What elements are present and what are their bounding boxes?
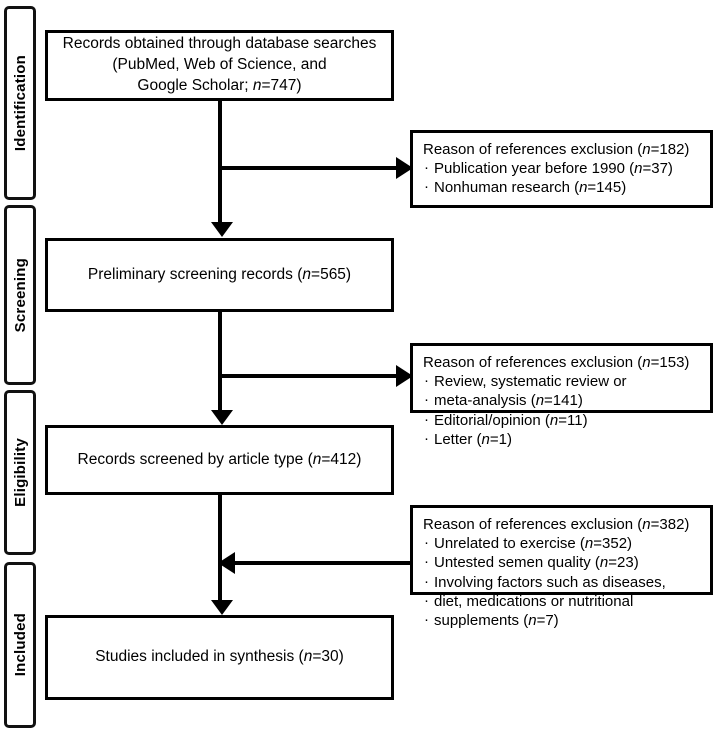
records-line-3-pre: Google Scholar; bbox=[137, 76, 253, 94]
exclusion-1-item-0: Publication year before 1990 (n=37) bbox=[423, 158, 701, 178]
exclusion-box-1: Reason of references exclusion (n=182) P… bbox=[410, 130, 713, 208]
arrowhead-down-2 bbox=[211, 410, 233, 425]
exclusion-3-item-4-n: n bbox=[528, 611, 537, 629]
exclusion-3-item-0-pre: Unrelated to exercise ( bbox=[434, 535, 585, 553]
preliminary-pre: Preliminary screening records ( bbox=[87, 265, 303, 283]
exclusion-1-item-1-post: =145) bbox=[587, 179, 627, 197]
exclusion-3-item-2: Involving factors such as diseases, bbox=[423, 572, 701, 592]
exclusion-2-title-n: n bbox=[642, 354, 651, 371]
screened-pre: Records screened by article type ( bbox=[77, 450, 313, 468]
arrowhead-right-1 bbox=[396, 157, 413, 179]
exclusion-1-item-1-n: n bbox=[579, 179, 588, 197]
flow-box-preliminary-screening-text: Preliminary screening records (n=565) bbox=[80, 265, 359, 286]
exclusion-2-item-1: · meta-analysis (n=141) bbox=[423, 390, 701, 410]
exclusion-2-item-0: Review, systematic review or bbox=[423, 371, 701, 391]
included-n: n bbox=[303, 648, 313, 666]
exclusion-1-item-1: Nonhuman research (n=145) bbox=[423, 177, 701, 197]
records-line-2: (PubMed, Web of Science, and bbox=[112, 56, 327, 74]
stage-rail-included: Included bbox=[4, 562, 36, 728]
exclusion-2-item-3-pre: Letter ( bbox=[434, 430, 482, 448]
exclusion-1-title-post: =182) bbox=[650, 141, 690, 158]
records-line-3-n: n bbox=[252, 76, 262, 94]
exclusion-3-item-3: · diet, medications or nutritional bbox=[423, 591, 701, 611]
exclusion-2-title: Reason of references exclusion (n=153) bbox=[423, 353, 701, 372]
arrowhead-down-1 bbox=[211, 222, 233, 237]
exclusion-1-title: Reason of references exclusion (n=182) bbox=[423, 140, 701, 159]
exclusion-1-item-0-pre: Publication year before 1990 ( bbox=[434, 160, 635, 178]
exclusion-3-list: Unrelated to exercise (n=352) Untested s… bbox=[423, 533, 701, 630]
exclusion-3-item-4: · supplements (n=7) bbox=[423, 610, 701, 630]
stage-rail-identification: Identification bbox=[4, 6, 36, 200]
exclusion-1-list: Publication year before 1990 (n=37) Nonh… bbox=[423, 158, 701, 197]
stage-rail-screening: Screening bbox=[4, 205, 36, 385]
exclusion-2-item-3-post: =1) bbox=[489, 430, 512, 448]
preliminary-n: n bbox=[302, 265, 312, 283]
exclusion-1-item-0-n: n bbox=[634, 160, 643, 178]
exclusion-2-item-2-pre: Editorial/opinion ( bbox=[434, 411, 550, 429]
connector-trunk-2 bbox=[218, 312, 222, 412]
exclusion-2-item-3: Letter (n=1) bbox=[423, 429, 701, 449]
exclusion-3-title-pre: Reason of references exclusion ( bbox=[423, 516, 643, 533]
connector-branch-1 bbox=[218, 166, 408, 170]
exclusion-2-title-pre: Reason of references exclusion ( bbox=[423, 354, 643, 371]
preliminary-post: =565) bbox=[311, 265, 352, 283]
exclusion-3-item-0: Unrelated to exercise (n=352) bbox=[423, 533, 701, 553]
exclusion-3-title-n: n bbox=[642, 516, 651, 533]
connector-trunk-1 bbox=[218, 100, 222, 224]
exclusion-2-title-post: =153) bbox=[650, 354, 690, 371]
exclusion-3-item-2-pre: Involving factors such as diseases, bbox=[434, 573, 666, 591]
exclusion-3-title: Reason of references exclusion (n=382) bbox=[423, 515, 701, 534]
records-line-1: Records obtained through database search… bbox=[62, 35, 377, 53]
included-pre: Studies included in synthesis ( bbox=[95, 648, 304, 666]
exclusion-3-item-0-n: n bbox=[584, 535, 594, 553]
stage-label-identification: Identification bbox=[11, 54, 29, 152]
arrowhead-right-2 bbox=[396, 365, 413, 387]
stage-label-screening: Screening bbox=[11, 257, 29, 333]
exclusion-3-item-1-pre: Untested semen quality ( bbox=[434, 554, 600, 572]
exclusion-2-item-1-post: =141) bbox=[544, 392, 583, 410]
flow-box-screened-article-type-text: Records screened by article type (n=412) bbox=[70, 450, 370, 471]
stage-label-included: Included bbox=[11, 613, 29, 677]
exclusion-3-item-1-post: =23) bbox=[608, 554, 639, 572]
exclusion-1-item-1-pre: Nonhuman research ( bbox=[434, 179, 580, 197]
exclusion-2-item-1-pre: meta-analysis ( bbox=[434, 392, 536, 410]
flow-box-included-synthesis-text: Studies included in synthesis (n=30) bbox=[87, 647, 352, 668]
flow-box-included-synthesis: Studies included in synthesis (n=30) bbox=[45, 615, 394, 700]
stage-rail-eligibility: Eligibility bbox=[4, 390, 36, 555]
arrowhead-down-3 bbox=[211, 600, 233, 615]
connector-branch-3 bbox=[235, 561, 410, 565]
exclusion-3-item-1: Untested semen quality (n=23) bbox=[423, 552, 701, 572]
exclusion-3-title-post: =382) bbox=[650, 516, 690, 533]
connector-branch-2 bbox=[218, 374, 408, 378]
exclusion-2-item-3-n: n bbox=[481, 430, 490, 448]
exclusion-2-list: Review, systematic review or · meta-anal… bbox=[423, 371, 701, 449]
exclusion-2-item-2-n: n bbox=[549, 411, 559, 429]
exclusion-3-item-1-n: n bbox=[599, 554, 609, 572]
exclusion-box-2: Reason of references exclusion (n=153) R… bbox=[410, 343, 713, 448]
flow-box-preliminary-screening: Preliminary screening records (n=565) bbox=[45, 238, 394, 312]
exclusion-3-item-3-pre: diet, medications or nutritional bbox=[434, 592, 634, 610]
exclusion-box-3: Reason of references exclusion (n=382) U… bbox=[410, 505, 713, 629]
exclusion-1-title-pre: Reason of references exclusion ( bbox=[423, 141, 643, 158]
exclusion-1-item-0-post: =37) bbox=[642, 160, 673, 178]
arrowhead-left-3 bbox=[218, 552, 235, 574]
screened-n: n bbox=[312, 450, 322, 468]
exclusion-2-item-2: Editorial/opinion (n=11) bbox=[423, 410, 701, 430]
exclusion-1-title-n: n bbox=[642, 141, 651, 158]
exclusion-2-item-2-post: =11) bbox=[558, 411, 588, 429]
flow-box-records-identified: Records obtained through database search… bbox=[45, 30, 394, 101]
stage-label-eligibility: Eligibility bbox=[11, 438, 29, 507]
flow-box-records-identified-text: Records obtained through database search… bbox=[55, 34, 385, 97]
screened-post: =412) bbox=[321, 450, 362, 468]
exclusion-3-item-4-post: =7) bbox=[536, 611, 559, 629]
exclusion-3-item-4-pre: supplements ( bbox=[434, 611, 529, 629]
records-line-3-post: =747) bbox=[261, 76, 302, 94]
connector-trunk-3 bbox=[218, 495, 222, 602]
exclusion-2-item-1-n: n bbox=[535, 392, 545, 410]
included-post: =30) bbox=[312, 648, 344, 666]
exclusion-3-item-0-post: =352) bbox=[593, 535, 633, 553]
flow-box-screened-article-type: Records screened by article type (n=412) bbox=[45, 425, 394, 495]
exclusion-2-item-0-pre: Review, systematic review or bbox=[434, 373, 627, 391]
